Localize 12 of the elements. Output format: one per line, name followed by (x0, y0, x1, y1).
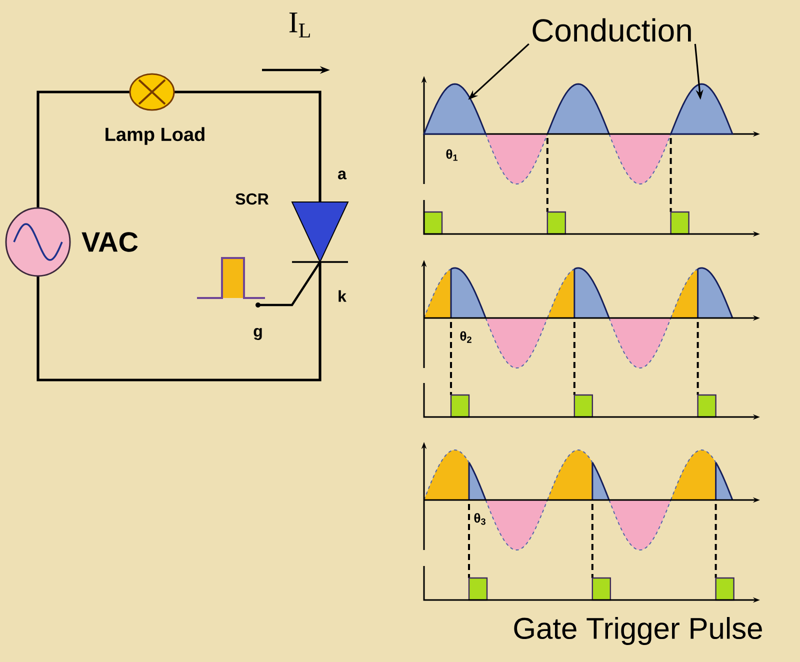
terminal-label: k (338, 290, 346, 302)
terminal-label: g (254, 328, 262, 340)
terminal-label: a (338, 170, 347, 180)
component-label: SCR (236, 193, 269, 205)
current-label: I$_{L}$ (289, 12, 310, 38)
component-label: Lamp Load (106, 127, 204, 145)
angle-label: θ$_{3}$ (474, 513, 486, 525)
component-label: VAC (82, 232, 138, 252)
angle-label: θ$_{1}$ (446, 149, 458, 161)
chart-title: Gate Trigger Pulse (514, 617, 762, 645)
callout-text: Conduction (532, 18, 691, 42)
angle-label: θ$_{2}$ (460, 331, 472, 343)
